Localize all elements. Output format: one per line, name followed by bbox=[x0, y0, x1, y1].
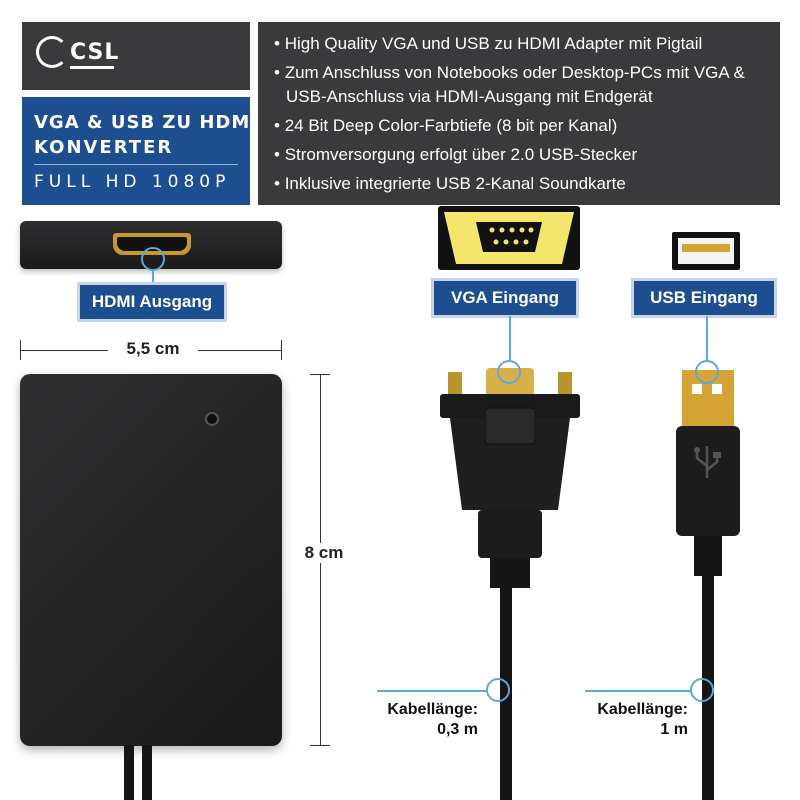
vga-cable-length-label: Kabellänge: bbox=[387, 701, 478, 718]
height-tick-bottom bbox=[310, 745, 330, 746]
width-tick-right bbox=[281, 340, 282, 360]
vga-plug bbox=[440, 368, 580, 588]
vga-length-marker bbox=[486, 678, 510, 702]
vga-port-icon bbox=[438, 206, 580, 270]
feature-item: Stromversorgung erfolgt über 2.0 USB-Ste… bbox=[270, 143, 780, 167]
usb-plug bbox=[676, 370, 740, 576]
hdmi-marker-line bbox=[152, 271, 154, 283]
feature-item: Zum Anschluss von Notebooks oder Desktop… bbox=[270, 61, 780, 109]
usb-trident-icon bbox=[694, 446, 721, 478]
vga-cable-length-caption: Kabellänge: 0,3 m bbox=[360, 700, 478, 740]
title-panel bbox=[22, 97, 250, 205]
usb-length-line bbox=[585, 690, 690, 692]
usb-port-icon bbox=[672, 232, 740, 270]
brand-logo: CSL bbox=[70, 40, 120, 65]
adapter-front-view bbox=[20, 374, 282, 746]
usb-input-label: USB Eingang bbox=[634, 281, 774, 315]
title-line-2: KONVERTER bbox=[34, 137, 174, 158]
vga-cable-length-value: 0,3 m bbox=[437, 721, 478, 738]
led-indicator bbox=[205, 412, 219, 426]
features-list: High Quality VGA und USB zu HDMI Adapter… bbox=[270, 32, 780, 201]
logo-underline bbox=[70, 66, 114, 69]
vga-input-label: VGA Eingang bbox=[434, 281, 576, 315]
hdmi-output-label: HDMI Ausgang bbox=[80, 285, 224, 319]
vga-length-line bbox=[377, 690, 486, 692]
height-dimension: 8 cm bbox=[296, 543, 352, 563]
hdmi-port-inner bbox=[117, 237, 187, 251]
usb-marker-line bbox=[706, 316, 708, 360]
title-line-1: VGA & USB ZU HDMI bbox=[34, 112, 258, 133]
width-dimension: 5,5 cm bbox=[108, 339, 198, 359]
adapter-cable-left bbox=[124, 745, 134, 800]
adapter-cable-right bbox=[142, 745, 152, 800]
usb-cable-length-label: Kabellänge: bbox=[597, 701, 688, 718]
feature-item: Inklusive integrierte USB 2-Kanal Soundk… bbox=[270, 172, 780, 196]
title-line-3: FULL HD 1080P bbox=[34, 172, 231, 192]
height-tick-top bbox=[310, 374, 330, 375]
title-divider bbox=[34, 164, 238, 165]
usb-marker bbox=[695, 360, 719, 384]
vga-marker-line bbox=[509, 316, 511, 360]
usb-cable-length-value: 1 m bbox=[660, 721, 688, 738]
vga-marker bbox=[497, 360, 521, 384]
usb-length-marker bbox=[690, 678, 714, 702]
feature-item: 24 Bit Deep Color-Farbtiefe (8 bit per K… bbox=[270, 114, 780, 138]
logo-mark-icon bbox=[36, 36, 68, 68]
usb-cable-length-caption: Kabellänge: 1 m bbox=[568, 700, 688, 740]
width-tick-left bbox=[20, 340, 21, 360]
hdmi-marker bbox=[141, 247, 165, 271]
feature-item: High Quality VGA und USB zu HDMI Adapter… bbox=[270, 32, 780, 56]
